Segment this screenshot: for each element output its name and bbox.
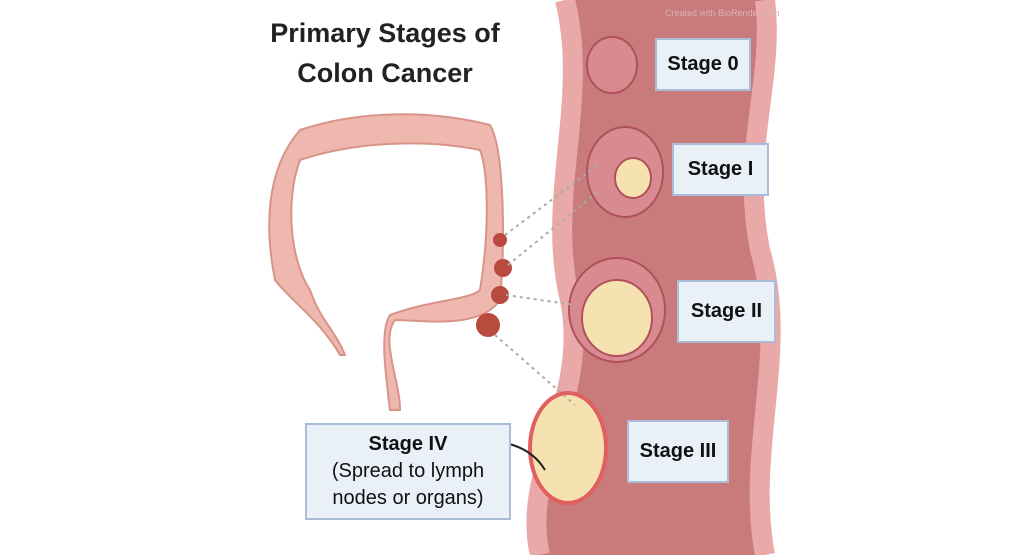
stage-4-label: Stage IV: [368, 433, 448, 455]
colon-illustration: [268, 113, 512, 411]
stage-4-desc-1: (Spread to lymph: [331, 460, 485, 482]
title-line-1: Primary Stages of: [270, 18, 500, 48]
stage-4-desc-2: nodes or organs): [332, 487, 484, 509]
stage-3-label: Stage III: [627, 420, 729, 483]
stage-4-box: Stage IV (Spread to lymph nodes or organ…: [305, 423, 511, 520]
stage-2-label: Stage II: [677, 280, 776, 343]
title-line-2: Colon Cancer: [297, 58, 473, 88]
watermark: Created with BioRender.com: [665, 8, 780, 18]
stage-1-label: Stage I: [672, 143, 769, 196]
connector-lines: [494, 164, 601, 406]
tumors: [528, 36, 666, 505]
stage-0-label: Stage 0: [655, 38, 751, 91]
